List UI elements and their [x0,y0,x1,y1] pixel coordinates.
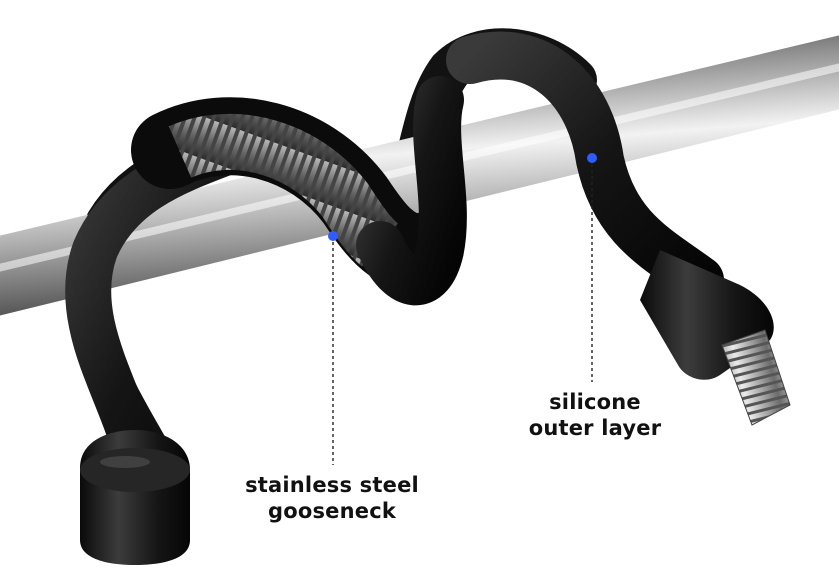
callout-leaders [328,153,597,465]
end-cap [80,430,190,565]
threaded-end [640,250,791,426]
silicone-callout-label: silicone outer layer [510,389,680,441]
silicone-callout-line1: silicone [549,390,641,414]
gooseneck-marker-dot [328,231,338,241]
gooseneck-callout-line1: stainless steel [245,473,419,497]
silicone-callout-line2: outer layer [528,416,662,440]
silicone-marker-dot [587,153,597,163]
gooseneck-callout-label: stainless steel gooseneck [232,472,432,524]
gooseneck-callout-line2: gooseneck [267,499,397,523]
